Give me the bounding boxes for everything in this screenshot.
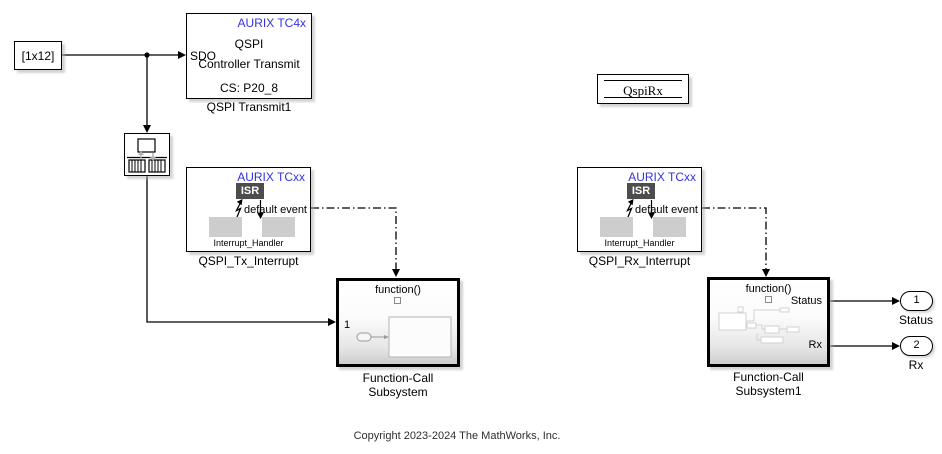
handler-pad-icon: [209, 217, 242, 237]
caption-line1: Function-Call: [362, 371, 434, 385]
trigger-port-label: function(): [745, 283, 792, 295]
event-port-label: default event: [244, 204, 307, 216]
block-caption: Function-Call Subsystem: [336, 371, 460, 399]
arrowhead: [178, 51, 186, 59]
data-store-label: QspiRx: [623, 83, 663, 98]
block-title-line1: QSPI: [234, 37, 264, 51]
handler-pad-icon: [600, 217, 633, 237]
trigger-port-label: function(): [375, 284, 421, 296]
handler-pad-icon: [653, 217, 686, 237]
caption-line2: Subsystem1: [735, 384, 802, 398]
arrowhead: [143, 125, 151, 133]
handler-label: Interrupt_Handler: [604, 238, 675, 248]
block-caption: Function-Call Subsystem1: [707, 370, 830, 398]
handler-pad-icon: [262, 217, 295, 237]
rx-port-label: Rx: [808, 339, 822, 351]
outport-number: 1: [913, 294, 920, 306]
constant-block[interactable]: [1x12]: [14, 41, 62, 70]
data-store-memory-block[interactable]: QspiRx: [597, 74, 689, 104]
chip-select-label: CS: P20_8: [219, 81, 279, 95]
block-title-line2: Controller Transmit: [198, 57, 300, 71]
arrowhead: [892, 342, 900, 350]
data-store-rule: [604, 96, 682, 98]
aurix-badge: AURIX TCxx: [628, 170, 696, 184]
caption-line1: Function-Call: [733, 370, 804, 384]
lightning-bolt-icon: [235, 199, 243, 218]
handler-label: Interrupt_Handler: [213, 238, 284, 248]
qspi-transmit-block[interactable]: AURIX TC4x QSPI Controller Transmit SDO …: [186, 13, 312, 99]
signal-memcopy-to-subsystem[interactable]: [146, 176, 328, 323]
arrowhead: [328, 318, 336, 326]
memory-copy-block[interactable]: [124, 133, 170, 176]
trigger-port-icon: [764, 296, 772, 303]
memory-copy-icon: [127, 138, 167, 173]
caption-line2: Subsystem: [368, 385, 428, 399]
arrowhead: [762, 269, 770, 277]
data-store-rule: [604, 80, 682, 82]
event-line-rx[interactable]: [702, 207, 767, 269]
subsystem-thumbnail-icon: [718, 306, 800, 344]
status-port-label: Status: [790, 295, 822, 307]
function-call-subsystem-block[interactable]: function() 1: [336, 278, 460, 367]
subsystem-thumbnail-icon: [356, 316, 452, 358]
event-down-arrow-icon: [257, 200, 264, 219]
lightning-bolt-icon: [626, 199, 634, 218]
event-down-arrow-icon: [648, 200, 655, 219]
block-caption: QSPI Transmit1: [206, 100, 292, 114]
event-port-label: default event: [635, 204, 698, 216]
aurix-badge: AURIX TC4x: [237, 16, 306, 30]
qspi-tx-interrupt-block[interactable]: AURIX TCxx ISR default event Interrupt_H…: [186, 167, 311, 252]
event-line-tx[interactable]: [311, 207, 397, 269]
block-caption: QSPI_Tx_Interrupt: [198, 254, 299, 268]
block-caption: QSPI_Rx_Interrupt: [588, 254, 691, 268]
qspi-rx-interrupt-block[interactable]: AURIX TCxx ISR default event Interrupt_H…: [577, 167, 702, 252]
inport-number-label: 1: [344, 319, 351, 331]
arrowhead: [392, 269, 400, 277]
aurix-badge: AURIX TCxx: [237, 170, 305, 184]
outport-number: 2: [913, 339, 920, 351]
sdo-port-label: SDO: [190, 49, 217, 63]
outport-rx-block[interactable]: 2: [900, 336, 933, 356]
isr-icon: ISR: [627, 183, 655, 199]
outport-caption: Status: [898, 313, 934, 327]
constant-label: [1x12]: [21, 49, 55, 63]
trigger-port-icon: [394, 297, 401, 304]
arrowhead: [892, 297, 900, 305]
outport-status-block[interactable]: 1: [900, 291, 933, 311]
outport-caption: Rx: [908, 358, 924, 372]
copyright-text: Copyright 2023-2024 The MathWorks, Inc.: [353, 430, 561, 442]
function-call-subsystem1-block[interactable]: function() Status Rx: [707, 277, 830, 367]
isr-icon: ISR: [236, 183, 264, 199]
